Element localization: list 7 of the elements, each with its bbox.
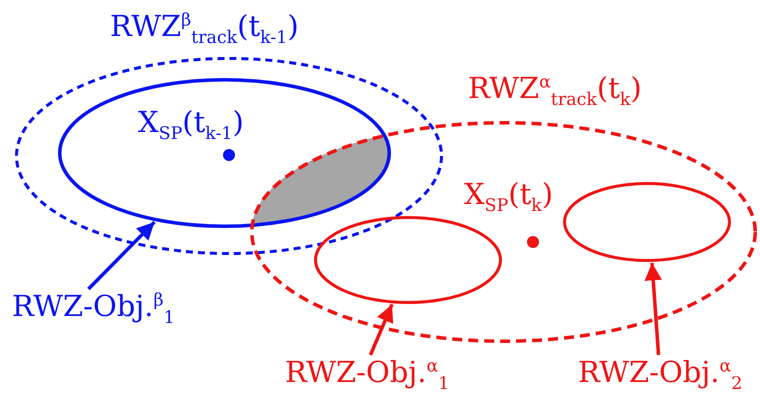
arrow [87,220,156,290]
position-label: X$_{SP}$(t$_{k-1}$) [138,108,244,144]
position-label: X$_{SP}$(t$_{k}$) [464,180,554,216]
zone-heading: RWZ$^{β}$$_{track}$(t$_{k-1}$) [110,12,299,48]
arrow [644,262,662,356]
arrow [368,304,394,356]
zone-heading: RWZ$^{α}$$_{track}$(t$_{k}$) [468,74,642,110]
